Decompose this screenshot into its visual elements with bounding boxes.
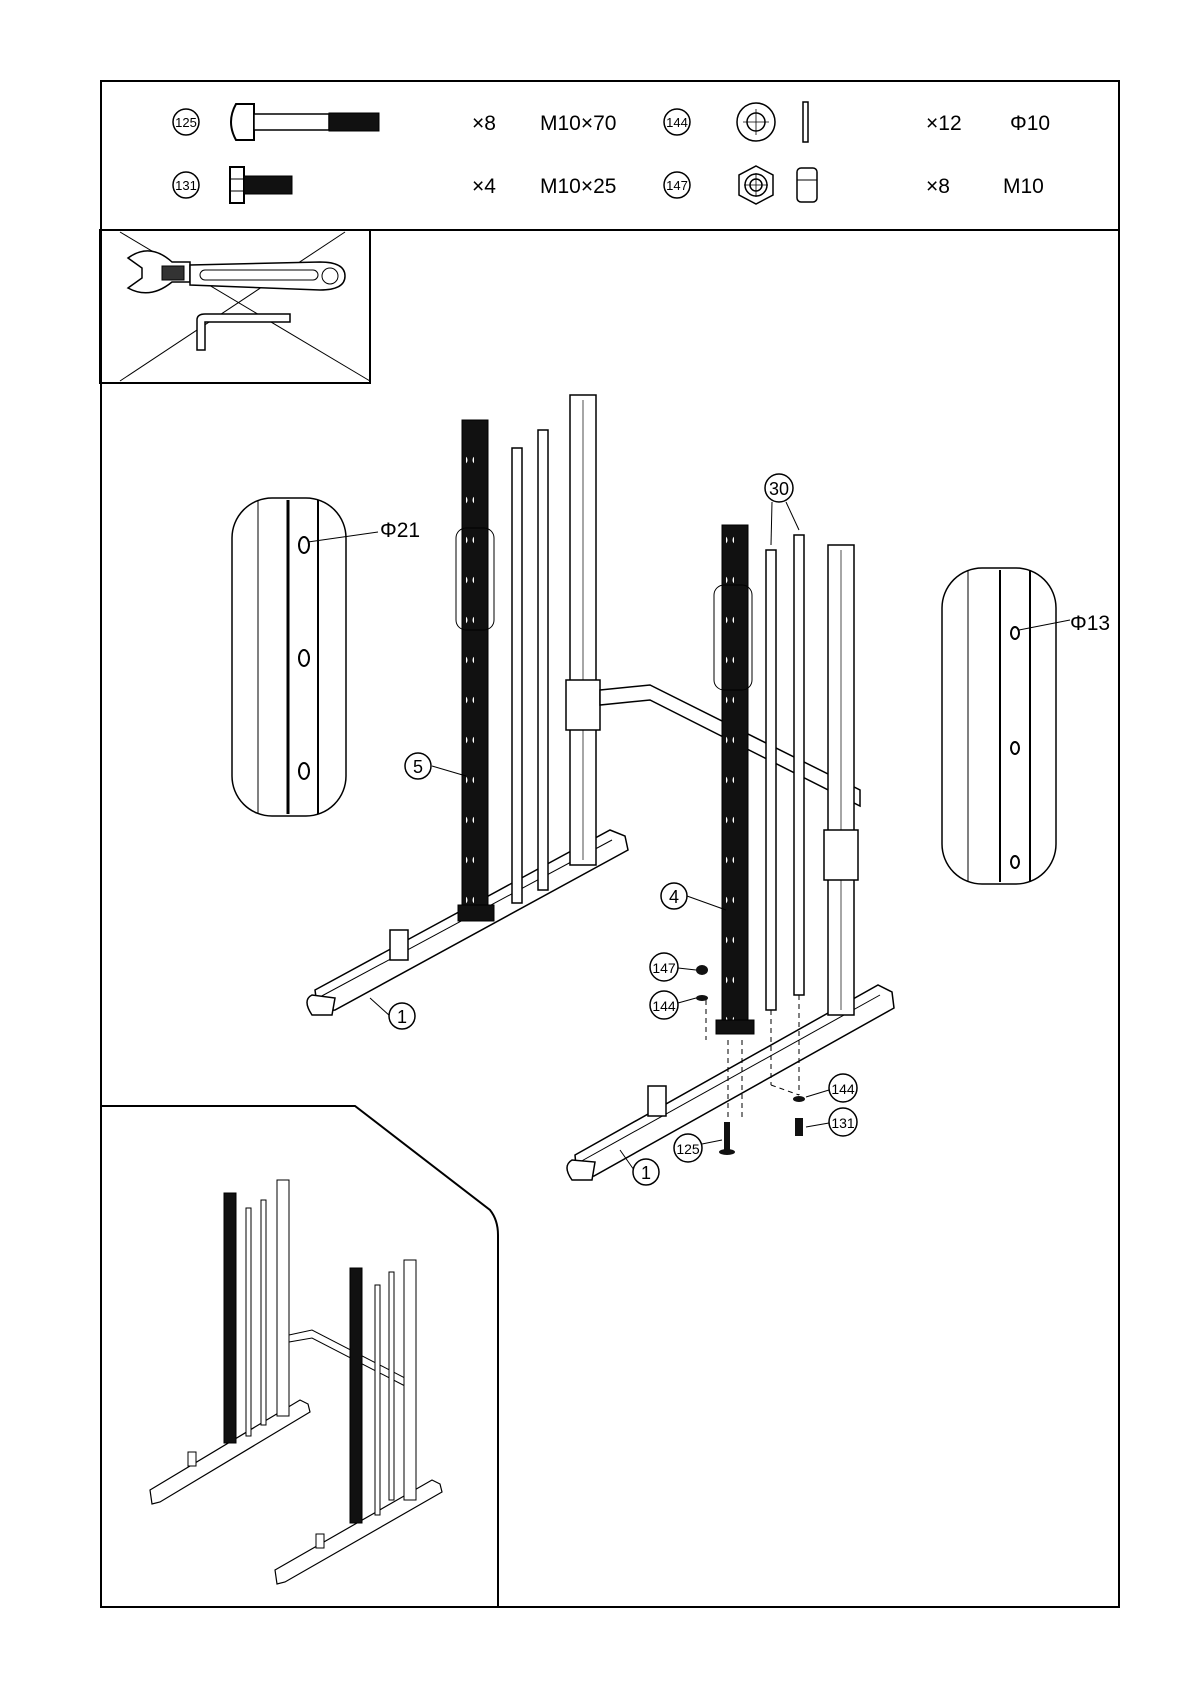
svg-text:147: 147 xyxy=(652,960,676,976)
part-144-qty: ×12 xyxy=(926,112,962,135)
svg-text:4: 4 xyxy=(669,887,679,907)
wrench-icon xyxy=(128,251,345,293)
callout-1-left: 1 xyxy=(370,998,415,1029)
callout-147: 147 xyxy=(650,953,696,981)
part-131-row: 131 ×4 M10×25 xyxy=(173,167,616,203)
part-147-ref: 147 xyxy=(666,178,688,193)
hex-bolt-icon xyxy=(230,167,292,203)
lock-nut-icon xyxy=(739,166,817,204)
part-131-ref: 131 xyxy=(175,178,197,193)
svg-text:30: 30 xyxy=(769,479,789,499)
part-131-spec: M10×25 xyxy=(540,175,616,198)
callout-144-top: 144 xyxy=(650,991,696,1019)
svg-text:125: 125 xyxy=(676,1141,700,1157)
part-144-spec: Φ10 xyxy=(1010,112,1050,135)
part-147-qty: ×8 xyxy=(926,175,950,198)
svg-text:1: 1 xyxy=(641,1163,651,1183)
part-125-spec: M10×70 xyxy=(540,112,616,135)
hole-large-label: Φ21 xyxy=(380,519,420,542)
carriage-bolt-icon xyxy=(231,104,379,140)
flat-washer-icon xyxy=(737,102,808,142)
callout-5: 5 xyxy=(405,753,466,779)
part-125-row: 125 ×8 M10×70 xyxy=(173,104,616,140)
part-147-spec: M10 xyxy=(1003,175,1044,198)
part-144-ref: 144 xyxy=(666,115,688,130)
hole-small-label: Φ13 xyxy=(1070,612,1110,635)
part-144-row: 144 ×12 Φ10 xyxy=(664,102,1050,142)
svg-text:144: 144 xyxy=(652,998,676,1014)
svg-text:131: 131 xyxy=(831,1115,855,1131)
callout-125: 125 xyxy=(674,1134,722,1162)
callout-131: 131 xyxy=(806,1108,857,1136)
svg-text:144: 144 xyxy=(831,1081,855,1097)
callout-144-bottom: 144 xyxy=(806,1074,857,1102)
tools-box xyxy=(100,230,370,383)
completed-assembly-inset xyxy=(100,1106,498,1608)
svg-text:1: 1 xyxy=(397,1007,407,1027)
detail-large-hole: Φ21 xyxy=(232,498,494,816)
part-125-qty: ×8 xyxy=(472,112,496,135)
hex-key-icon xyxy=(197,314,290,350)
svg-text:5: 5 xyxy=(413,757,423,777)
part-131-qty: ×4 xyxy=(472,175,496,198)
callout-4: 4 xyxy=(661,883,726,910)
part-147-row: 147 ×8 M10 xyxy=(664,166,1044,204)
part-125-ref: 125 xyxy=(175,115,197,130)
